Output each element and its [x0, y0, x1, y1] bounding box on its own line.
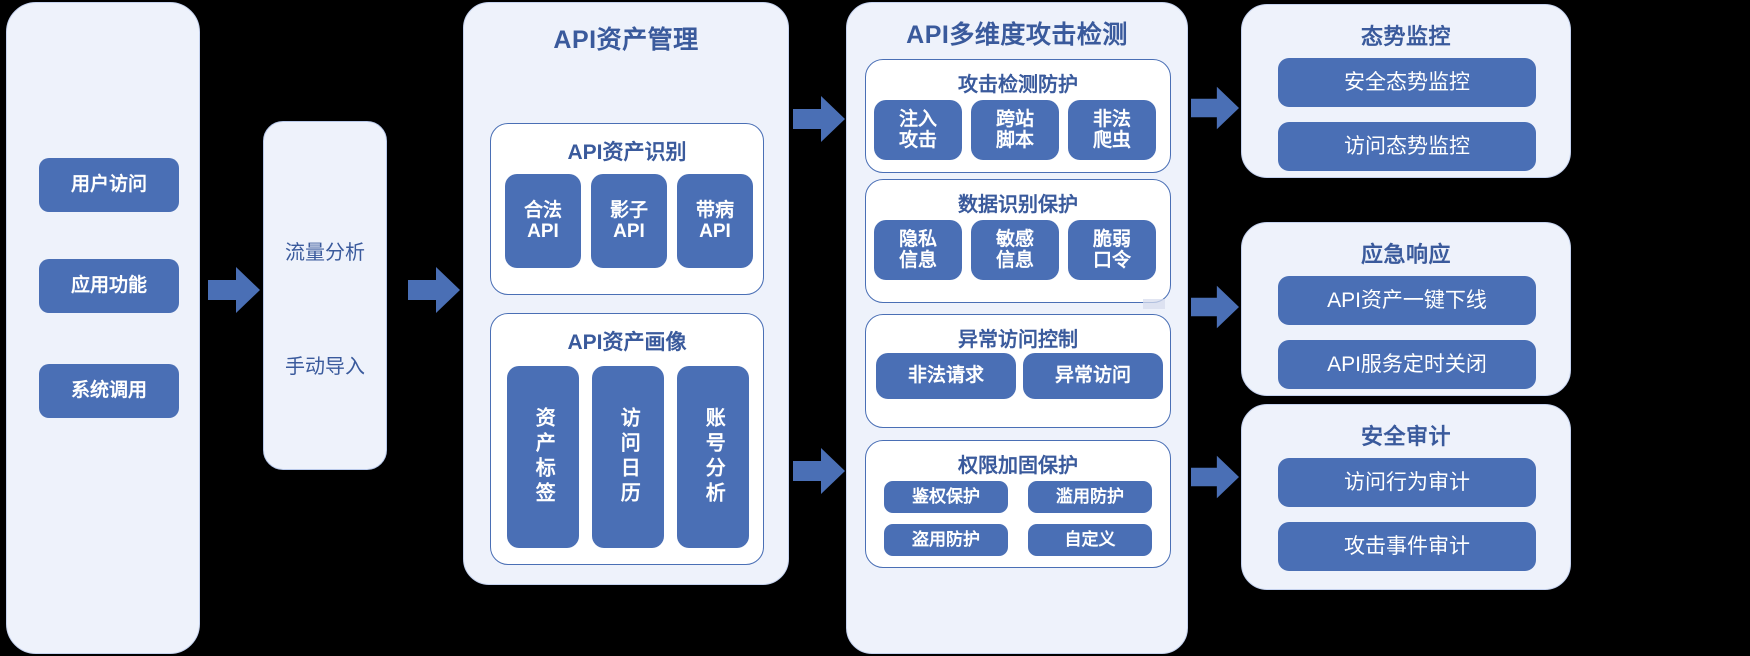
outcome-chip-attack-event-audit[interactable]: 攻击事件审计 [1278, 522, 1536, 571]
traffic-line-manual-import: 手动导入 [285, 356, 365, 378]
detect-chip-illegal-crawler[interactable]: 非法爬虫 [1068, 100, 1156, 160]
situation-monitoring-title: 态势监控 [1360, 24, 1451, 49]
attack-detection-title: API多维度攻击检测 [906, 21, 1128, 49]
detect-chip-injection-attack[interactable]: 注入攻击 [874, 100, 962, 160]
arrow-detection-to-audit [1191, 455, 1239, 499]
asset-chip-asset-tag[interactable]: 资产标签 [507, 366, 579, 548]
sources-panel: 用户访问 应用功能 系统调用 [6, 2, 200, 654]
arrow-detection-to-response [1191, 285, 1239, 329]
detect-chip-auth-protection[interactable]: 鉴权保护 [884, 481, 1008, 513]
arrow-assets-to-permission [793, 448, 845, 494]
permission-hardening-title: 权限加固保护 [958, 455, 1078, 477]
abnormal-access-title: 异常访问控制 [958, 329, 1078, 351]
arrow-detection-to-monitoring [1191, 86, 1239, 130]
outcome-chip-security-situation-monitoring[interactable]: 安全态势监控 [1278, 58, 1536, 107]
detect-chip-illegal-request[interactable]: 非法请求 [876, 353, 1016, 399]
emergency-response-panel: 应急响应 API资产一键下线 API服务定时关闭 [1241, 222, 1571, 396]
attack-detection-panel: API多维度攻击检测 攻击检测防护 注入攻击 跨站脚本 非法爬虫 数据识别保护 … [846, 2, 1188, 654]
detect-chip-custom[interactable]: 自定义 [1028, 524, 1152, 556]
detect-chip-abnormal-access[interactable]: 异常访问 [1023, 353, 1163, 399]
security-audit-panel: 安全审计 访问行为审计 攻击事件审计 [1241, 404, 1571, 590]
abnormal-access-group: 异常访问控制 非法请求 异常访问 [865, 314, 1171, 428]
detect-chip-privacy-info[interactable]: 隐私信息 [874, 220, 962, 280]
asset-management-title: API资产管理 [553, 26, 699, 54]
security-audit-title: 安全审计 [1360, 424, 1451, 449]
outcome-chip-access-situation-monitoring[interactable]: 访问态势监控 [1278, 122, 1536, 171]
attack-protection-group: 攻击检测防护 注入攻击 跨站脚本 非法爬虫 [865, 59, 1171, 173]
asset-portrait-title: API资产画像 [567, 331, 687, 354]
detect-chip-sensitive-info[interactable]: 敏感信息 [971, 220, 1059, 280]
asset-identification-title: API资产识别 [567, 141, 687, 164]
detect-chip-abuse-protection[interactable]: 滥用防护 [1028, 481, 1152, 513]
data-protection-group: 数据识别保护 隐私信息 敏感信息 脆弱口令 [865, 179, 1171, 303]
asset-chip-access-calendar[interactable]: 访问日历 [592, 366, 664, 548]
arrow-sources-to-traffic [208, 267, 260, 313]
detect-chip-theft-protection[interactable]: 盗用防护 [884, 524, 1008, 556]
asset-chip-account-analysis[interactable]: 账号分析 [677, 366, 749, 548]
outcome-chip-api-service-scheduled-shutdown[interactable]: API服务定时关闭 [1278, 340, 1536, 389]
asset-portrait-group: API资产画像 资产标签 访问日历 账号分析 [490, 313, 764, 565]
permission-hardening-group: 权限加固保护 鉴权保护 滥用防护 盗用防护 自定义 [865, 440, 1171, 568]
attack-protection-title: 攻击检测防护 [958, 74, 1078, 96]
outcome-chip-access-behavior-audit[interactable]: 访问行为审计 [1278, 458, 1536, 507]
render-artifact [1143, 299, 1165, 309]
detect-chip-weak-password[interactable]: 脆弱口令 [1068, 220, 1156, 280]
traffic-line-analysis: 流量分析 [285, 242, 365, 264]
arrow-traffic-to-assets [408, 267, 460, 313]
outcome-chip-api-asset-one-click-offline[interactable]: API资产一键下线 [1278, 276, 1536, 325]
data-protection-title: 数据识别保护 [958, 194, 1078, 216]
detect-chip-xss[interactable]: 跨站脚本 [971, 100, 1059, 160]
source-item-user-access[interactable]: 用户访问 [39, 158, 179, 212]
arrow-assets-to-detection [793, 96, 845, 142]
source-item-app-function[interactable]: 应用功能 [39, 259, 179, 313]
traffic-panel: 流量分析 手动导入 [263, 121, 387, 470]
emergency-response-title: 应急响应 [1360, 242, 1451, 267]
situation-monitoring-panel: 态势监控 安全态势监控 访问态势监控 [1241, 4, 1571, 178]
source-item-system-call[interactable]: 系统调用 [39, 364, 179, 418]
